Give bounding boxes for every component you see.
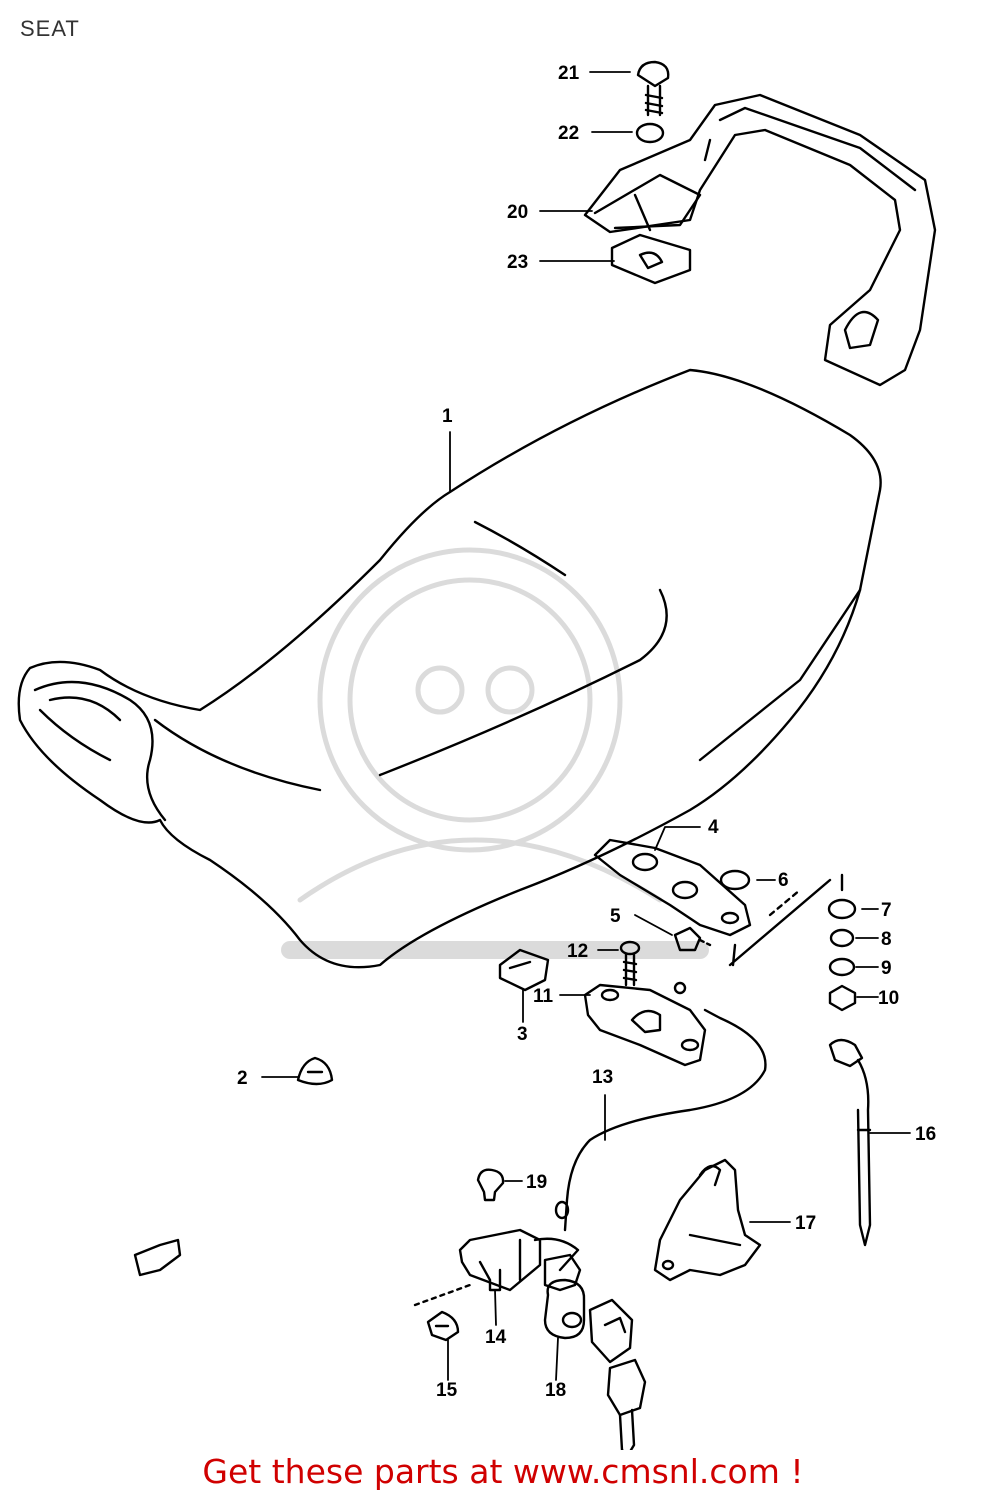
callout-16: 16 (915, 1124, 936, 1145)
callout-14: 14 (485, 1327, 507, 1348)
nut-10-drawing (828, 984, 857, 1012)
callout-23: 23 (507, 252, 528, 273)
leader-lines (261, 71, 911, 1381)
washer-6-drawing (719, 869, 751, 891)
cushion-2-drawing (296, 1056, 334, 1086)
washer-22-drawing (635, 122, 665, 144)
callout-1: 1 (442, 406, 453, 427)
washer-7-drawing (827, 898, 857, 920)
rod-16-drawing (828, 1038, 872, 1247)
callout-7: 7 (881, 900, 892, 921)
leader-line (728, 878, 832, 967)
plate-23-hole (638, 251, 664, 270)
watermark-logo (281, 547, 709, 959)
seat-drawing (17, 368, 882, 969)
callout-9: 9 (881, 958, 892, 979)
plate-23-drawing (610, 233, 692, 285)
callout-3: 3 (517, 1024, 528, 1045)
callout-4: 4 (708, 817, 719, 838)
callout-18: 18 (545, 1380, 566, 1401)
callout-20: 20 (507, 202, 528, 223)
lock-bracket-11-drawing (583, 981, 707, 1067)
grab-rail-drawing (583, 93, 937, 387)
callouts: 1 2 3 4 5 6 7 8 9 10 11 12 13 14 15 16 1… (237, 63, 936, 1401)
callout-17: 17 (795, 1213, 816, 1234)
parts-diagram: 1 2 3 4 5 6 7 8 9 10 11 12 13 14 15 16 1… (17, 60, 937, 1450)
bolt-21-drawing (636, 60, 670, 117)
screw-15-drawing (426, 1310, 460, 1342)
callout-15: 15 (436, 1380, 458, 1401)
screw-19-drawing (476, 1168, 505, 1202)
callout-5: 5 (610, 906, 621, 927)
lock-holder-14-drawing (458, 1228, 542, 1292)
callout-21: 21 (558, 63, 580, 84)
footer-link[interactable]: Get these parts at www.cmsnl.com ! (202, 1452, 804, 1491)
callout-19: 19 (526, 1172, 547, 1193)
callout-2: 2 (237, 1068, 248, 1089)
clip-3-drawing (498, 948, 550, 992)
nut-5-drawing (673, 926, 702, 952)
callout-6: 6 (778, 870, 789, 891)
hinge-plate-4-drawing (593, 838, 752, 937)
spare-bracket-drawing (133, 1238, 182, 1277)
bolt-12-drawing (619, 940, 641, 987)
washer-8-drawing (829, 928, 855, 948)
callout-8: 8 (881, 929, 892, 950)
washer-9-drawing (828, 957, 856, 977)
lock-set-18-drawing (533, 1237, 647, 1450)
callout-11: 11 (533, 986, 554, 1007)
page-title: SEAT (20, 16, 80, 41)
callout-22: 22 (558, 123, 579, 144)
callout-12: 12 (567, 941, 588, 962)
cable-13-drawing (563, 1008, 767, 1232)
callout-13: 13 (592, 1067, 613, 1088)
cover-17-drawing (653, 1158, 762, 1282)
callout-10: 10 (878, 988, 899, 1009)
